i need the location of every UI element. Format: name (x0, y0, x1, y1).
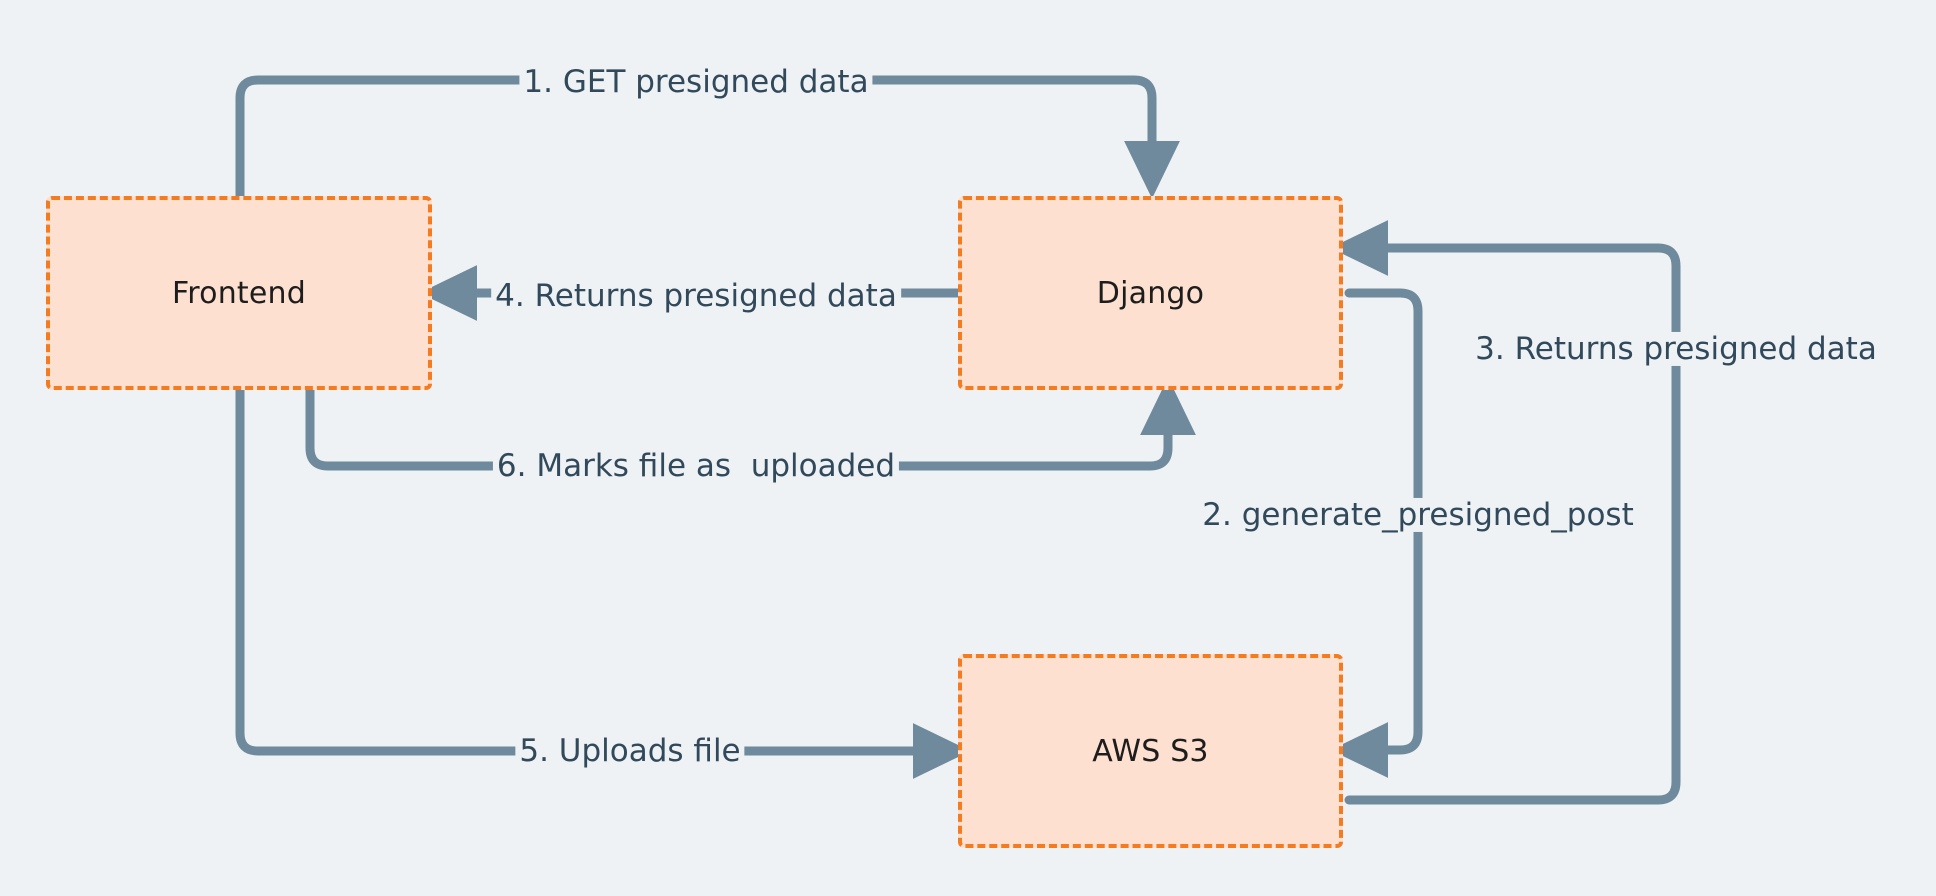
node-frontend[interactable]: Frontend (46, 196, 432, 390)
node-frontend-label: Frontend (172, 275, 306, 311)
edge-label-2: 2. generate_presigned_post (1198, 498, 1638, 532)
edge-label-6: 6. Marks file as uploaded (492, 449, 900, 483)
edge-label-4: 4. Returns presigned data (491, 279, 901, 313)
connector-5-uploads-file (235, 385, 971, 779)
node-aws-s3-label: AWS S3 (1092, 733, 1209, 769)
connector-3-returns-presigned-data (1330, 220, 1681, 805)
edge-label-5: 5. Uploads file (515, 734, 745, 768)
node-django[interactable]: Django (958, 196, 1343, 390)
edge-label-3: 3. Returns presigned data (1471, 332, 1881, 366)
node-django-label: Django (1096, 275, 1205, 311)
edge-label-1: 1. GET presigned data (519, 65, 873, 99)
node-aws-s3[interactable]: AWS S3 (958, 654, 1343, 848)
